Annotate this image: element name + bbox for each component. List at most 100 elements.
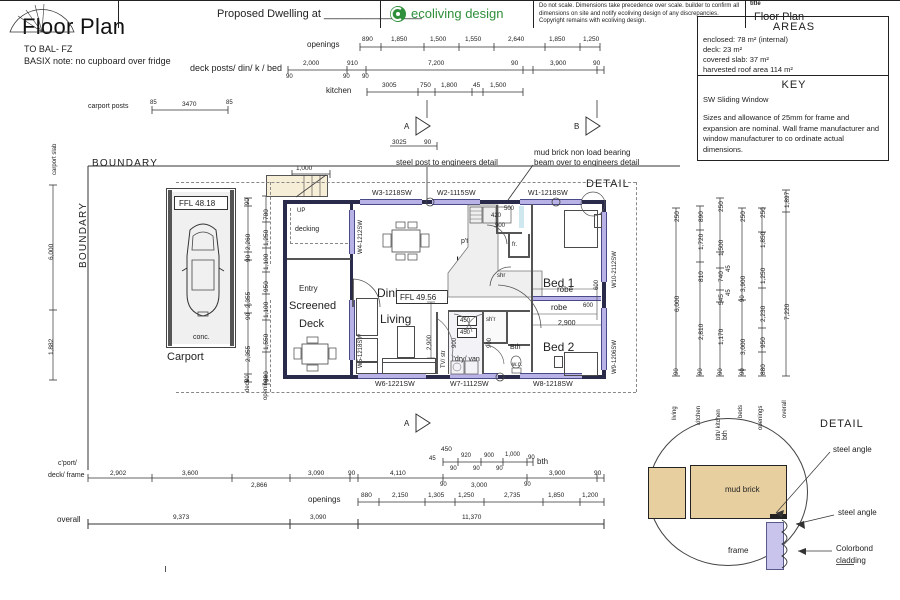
bed1-dim-600: 600 xyxy=(594,279,600,290)
wall-pantry-2 xyxy=(496,232,522,234)
dim-bottom-opening-1: 2,150 xyxy=(392,492,409,499)
dim-top-kitchen-1: 750 xyxy=(420,82,431,89)
dim-top-kitchen-label: kitchen xyxy=(326,86,352,95)
dim-right-living-label: living xyxy=(672,406,678,420)
dim-right-kitchen-1: 2,810 xyxy=(698,323,705,340)
dim-top-post-small-2: 90 xyxy=(362,74,369,80)
dim-bottom-cport-2: 3,090 xyxy=(308,470,325,477)
shr2-label: sh'r xyxy=(486,317,496,323)
window-w1[interactable] xyxy=(520,199,582,205)
dim-bottom-overall-label: overall xyxy=(57,515,81,524)
deck-dash-2 xyxy=(290,208,291,244)
company-name: ecoliving design xyxy=(411,6,504,21)
window-w2[interactable] xyxy=(432,199,480,205)
colorbond-label-2: cladding xyxy=(836,556,866,565)
dim-bottom-cport-6: 3,900 xyxy=(549,470,566,477)
dim-deck-6: 90 xyxy=(245,198,251,205)
wall-bath-4 xyxy=(506,312,508,344)
dim-420-kitchen: 420 xyxy=(491,213,502,219)
window-w4[interactable] xyxy=(349,210,355,254)
dim-steelpost-0: 3025 xyxy=(392,139,407,146)
roof-dash-bottom xyxy=(176,392,636,393)
frame-label: frame xyxy=(728,546,749,555)
dim-right-bthkit-5: 45 xyxy=(726,265,732,272)
shr-label: shr xyxy=(497,273,506,279)
dim-top-opening-5: 1,850 xyxy=(549,36,566,43)
dim-bottom-opening-6: 1,200 xyxy=(582,492,599,499)
dim-top-kitchen-4: 1,500 xyxy=(490,82,507,89)
dim-top-opening-1: 1,850 xyxy=(391,36,408,43)
dim-bottom-bth-1: 450 xyxy=(441,446,452,453)
dim-openings-left-5: 1,250 xyxy=(263,229,270,246)
dim-450-a: 450 xyxy=(460,318,471,324)
dim-right-beds-4: 250 xyxy=(740,211,747,222)
living-sofa-seat xyxy=(382,362,436,374)
window-w3[interactable] xyxy=(360,199,422,205)
dim-carport-post-0: 85 xyxy=(150,100,157,106)
dim-bottom-cport-90-0: 90 xyxy=(440,482,447,488)
dim-openings-left-4: 1,100 xyxy=(263,253,270,270)
wall-kitchen-bed1 xyxy=(531,204,533,264)
bed2-mattress xyxy=(564,352,598,376)
area-enclosed: enclosed: 78 m² (internal) xyxy=(703,35,789,44)
titleblock-sheet-cell: title Floor Plan xyxy=(745,0,900,28)
dim-top-post-small-3: 90 xyxy=(511,60,519,67)
room-bth-label: Bth xyxy=(510,344,521,351)
living-shelf-3 xyxy=(356,362,378,374)
toilet-icon xyxy=(510,355,522,374)
dim-right-beds-2: 90 xyxy=(740,295,746,302)
dim-right-kitchen-3: 1,720 xyxy=(698,233,705,250)
key-note: Sizes and allowance of 25mm for frame an… xyxy=(703,113,880,154)
steel-angle-label-2: steel angle xyxy=(838,508,877,517)
window-label-w1: W1-1218SW xyxy=(528,190,568,197)
carport-ffl-label: FFL 48.18 xyxy=(179,199,216,208)
window-w5[interactable] xyxy=(349,300,355,360)
dim-top-kitchen-3: 45 xyxy=(473,82,481,89)
dim-top-openings-label: openings xyxy=(307,40,340,49)
dim-right-bthkit-0: 90 xyxy=(718,368,724,375)
dim-bottom-overall-0: 9,373 xyxy=(173,514,190,521)
colorbond-label-1: Colorbond xyxy=(836,544,873,553)
window-label-w4: W4-1212SW xyxy=(358,219,364,254)
carport-post-left xyxy=(168,190,172,346)
house-ffl-label: FFL 49.56 xyxy=(400,293,437,302)
area-harvested-roof: harvested roof area 114 m² xyxy=(703,65,793,74)
deck-table-chairs-icon xyxy=(293,336,337,372)
dim-top-post-small-1: 90 xyxy=(343,74,350,80)
carport-post-right xyxy=(230,190,234,346)
window-label-w3: W3-1218SW xyxy=(372,190,412,197)
room-bed1-label: Bed 1 xyxy=(543,276,575,290)
dim-bottom-cport-label-2: deck/ frame xyxy=(48,472,85,479)
window-w8[interactable] xyxy=(520,373,582,379)
robe-label-1: robe xyxy=(557,285,574,294)
window-w9[interactable] xyxy=(601,308,607,370)
areas-key-panel: AREAS enclosed: 78 m² (internal) deck: 2… xyxy=(697,16,889,161)
window-w10[interactable] xyxy=(601,212,607,282)
house-ffl-box: FFL 49.56 xyxy=(396,290,448,304)
living-coffee-table xyxy=(397,326,415,358)
wall-bath-5 xyxy=(482,342,508,344)
dim-bottom-bth-5: 90 xyxy=(528,455,535,461)
frame-block xyxy=(766,522,784,570)
boundary-left-label: BOUNDARY xyxy=(78,201,89,268)
room-laundry-label: l'dry/ van xyxy=(452,356,480,363)
svg-text:A: A xyxy=(404,419,410,428)
wall-hall-bed xyxy=(531,262,533,372)
dim-right-kitchen-2: 810 xyxy=(698,271,705,282)
dim-top-post-3: 3,900 xyxy=(550,60,567,67)
section-marker-a-top: A xyxy=(404,115,434,137)
dim-right-overall-1: 1,897 xyxy=(784,191,791,208)
wall-bath-7 xyxy=(508,344,530,346)
window-label-w6: W6-1221SW xyxy=(375,381,415,388)
dim-bottom-bth-90-0: 90 xyxy=(450,466,457,472)
dim-right-beds-3: 3,900 xyxy=(740,275,747,292)
project-description: Proposed Dwelling at ________________ xyxy=(217,8,422,20)
robe-label-2: robe xyxy=(551,303,568,312)
dim-top-post-2: 7,200 xyxy=(428,60,445,67)
living-shelf-2 xyxy=(356,338,378,362)
deck-up-label: UP xyxy=(297,208,306,214)
dim-deck-0: 90 xyxy=(245,375,251,382)
dim-right-bthkit-3: 45 xyxy=(726,289,732,296)
dim-right-bthkit-2: 545 xyxy=(718,294,725,305)
callout-carport-posts: carport posts xyxy=(88,103,129,110)
